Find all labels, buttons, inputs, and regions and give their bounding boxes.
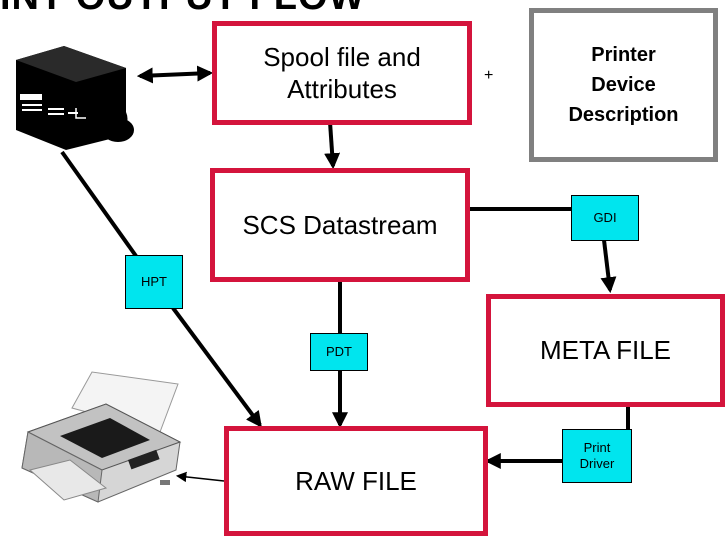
server-hpt-line — [60, 150, 138, 258]
diagram-title: INT OUTPUT FLOW — [0, 0, 365, 19]
spool-scs-arrow — [324, 121, 341, 170]
spool-file-box: Spool file and Attributes — [212, 21, 472, 125]
pdt-tag: PDT — [310, 333, 368, 371]
hpt-tag: HPT — [125, 255, 183, 309]
printer-icon — [21, 371, 182, 503]
meta-file-box: META FILE — [486, 294, 725, 407]
gdi-meta-arrow — [600, 239, 617, 294]
gdi-tag: GDI — [571, 195, 639, 241]
scs-datastream-box: SCS Datastream — [210, 168, 470, 282]
print-driver-tag: Print Driver — [562, 429, 632, 483]
plus-sign: + — [484, 67, 494, 84]
raw-file-box: RAW FILE — [224, 426, 488, 536]
server-spool-arrow — [136, 65, 214, 84]
raw-printer-arrow — [175, 471, 225, 483]
printer-device-description-box: Printer Device Description — [529, 8, 718, 162]
hpt-raw-arrow — [171, 306, 262, 428]
server-icon — [16, 46, 134, 150]
